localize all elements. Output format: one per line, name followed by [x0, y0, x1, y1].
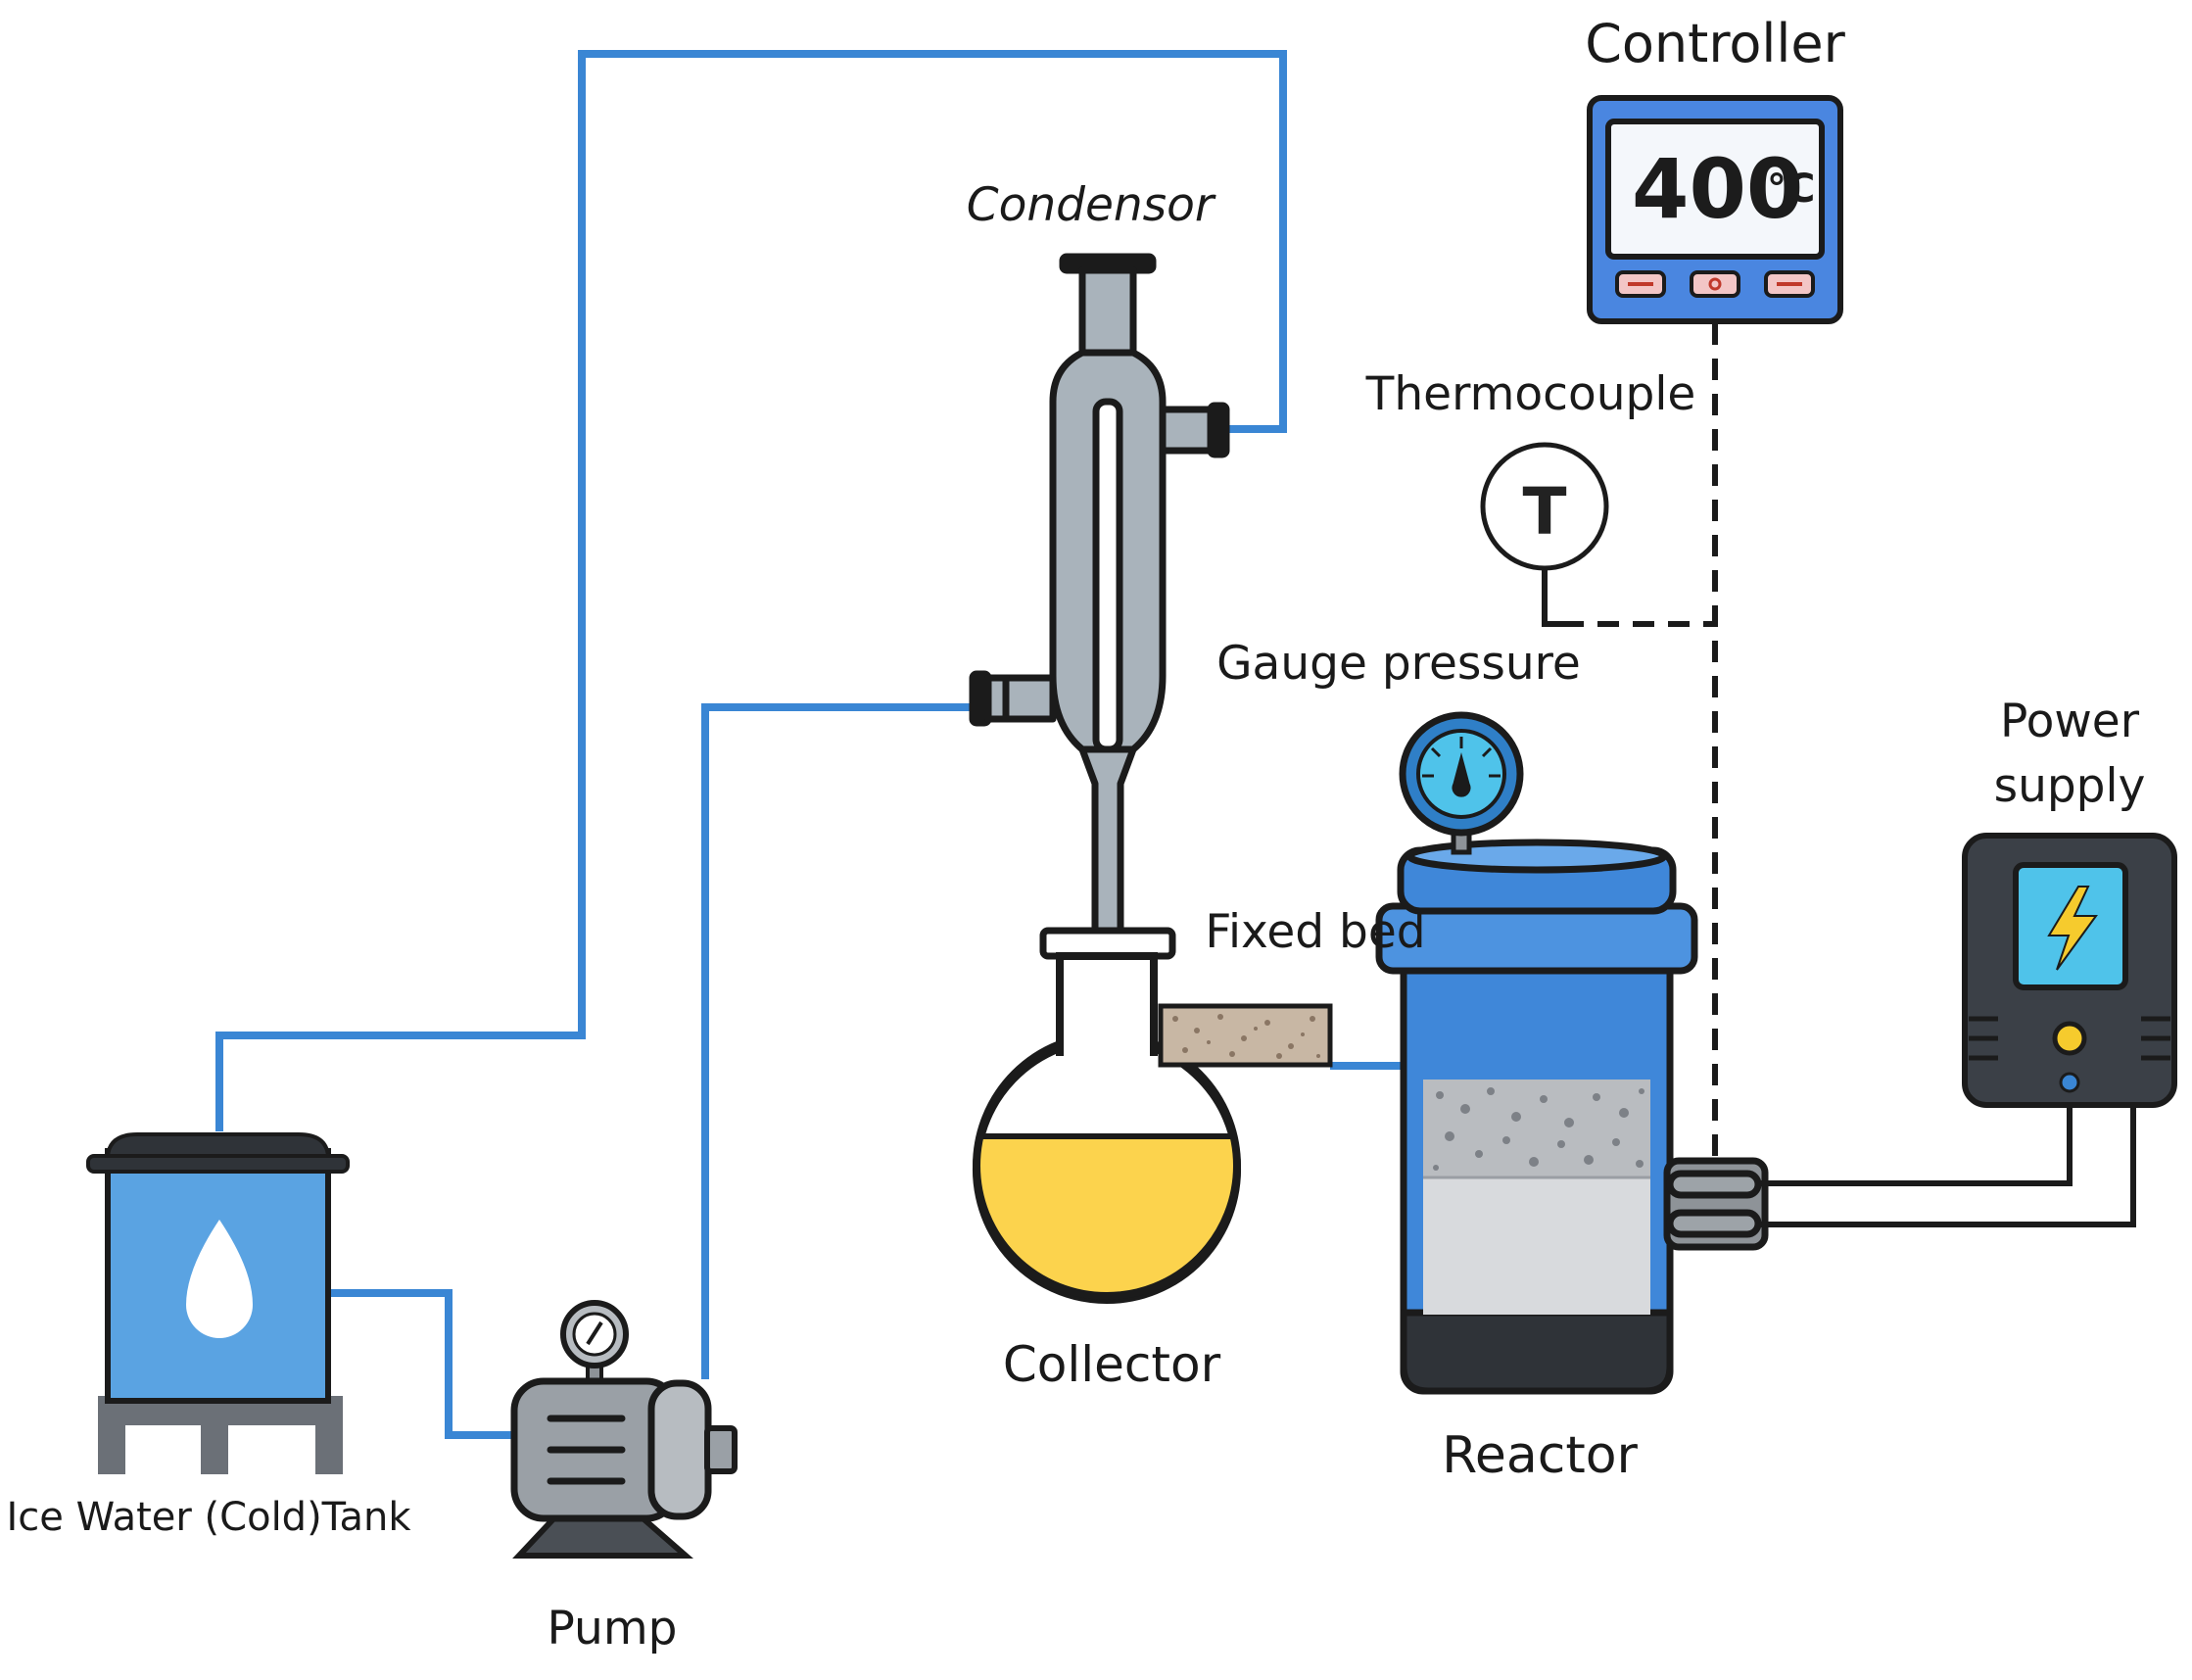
water-drop-icon — [186, 1220, 253, 1338]
return-water-line — [215, 50, 1287, 1131]
ice-water-tank — [86, 1132, 350, 1474]
collector-flask — [973, 952, 1241, 1304]
power-supply-label-line2: supply — [1994, 759, 2146, 813]
reactor-label: Reactor — [1442, 1426, 1638, 1485]
pump — [510, 1300, 738, 1559]
thermocouple: T — [1480, 442, 1609, 627]
signal-lines — [1562, 323, 1718, 1156]
cooling-water-lines — [215, 50, 1401, 1439]
reactor — [1375, 839, 1769, 1395]
tank-label: Ice Water (Cold)Tank — [6, 1495, 411, 1540]
power-supply-label-line1: Power — [2000, 695, 2140, 748]
thermocouple-label: Thermocouple — [1365, 367, 1696, 421]
power-supply — [1962, 833, 2177, 1108]
tank-to-pump-line — [325, 1289, 519, 1439]
condensor-label: Condensor — [967, 178, 1216, 232]
controller-display — [1605, 119, 1825, 260]
power-indicator-light — [2059, 1072, 2080, 1093]
condenser-inlet-port — [1000, 674, 1057, 723]
fixed-bed — [1158, 1003, 1333, 1068]
controller-buttons — [1615, 270, 1815, 298]
pressure-gauge — [1399, 711, 1524, 855]
controller-label: Controller — [1585, 13, 1845, 74]
controller-temperature: 400 — [1632, 141, 1803, 237]
pump-label: Pump — [548, 1602, 678, 1656]
collector-oil — [977, 1136, 1237, 1296]
power-cables — [1758, 1102, 2136, 1227]
condenser-outlet-port — [1159, 406, 1215, 455]
labels: Controller Condensor Thermocouple Gauge … — [6, 13, 2145, 1656]
thermocouple-symbol: T — [1522, 474, 1566, 550]
condenser — [969, 253, 1230, 960]
power-knob[interactable] — [2052, 1021, 2087, 1056]
controller-unit: °C — [1767, 167, 1815, 212]
pump-to-condenser-line — [701, 703, 975, 1379]
controller: 400 °C — [1587, 95, 1843, 324]
collector-label: Collector — [1003, 1336, 1221, 1393]
lightning-bolt-icon — [2047, 886, 2098, 971]
fixed-bed-label: Fixed bed — [1205, 905, 1425, 959]
controller-set-button[interactable] — [1690, 270, 1740, 298]
gauge-pressure-label: Gauge pressure — [1216, 637, 1581, 691]
